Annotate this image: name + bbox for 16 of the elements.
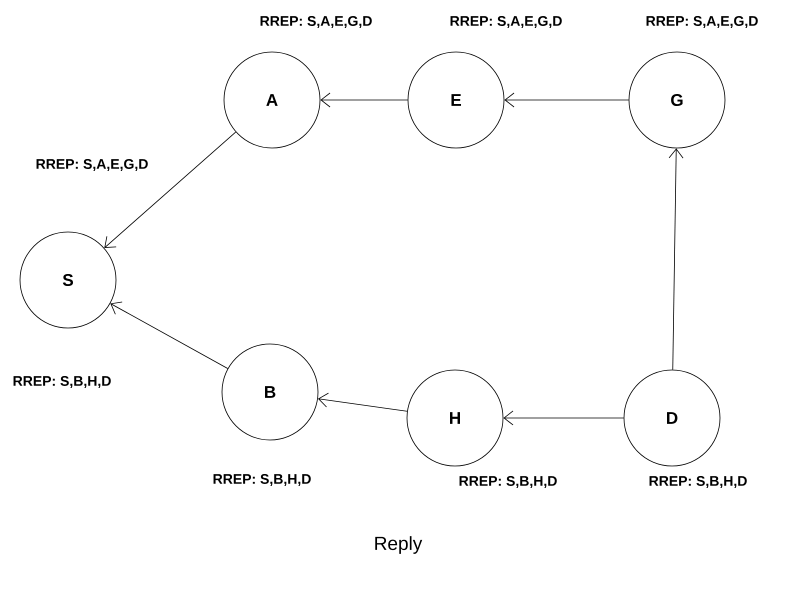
route-label: RREP: S,A,E,G,D — [450, 16, 562, 28]
route-label: RREP: S,B,H,D — [14, 376, 111, 388]
arrow — [110, 302, 228, 369]
arrow — [318, 392, 408, 412]
route-label: RREP: S,B,H,D — [214, 474, 311, 486]
route-label: RREP: S,B,H,D — [650, 476, 747, 488]
route-label: RREP: S,A,E,G,D — [646, 16, 758, 28]
route-label: RREP: S,A,E,G,D — [260, 16, 372, 28]
arrow — [104, 132, 236, 248]
arrow — [668, 148, 684, 370]
route-label: RREP: S,A,E,G,D — [36, 159, 148, 171]
arrow — [503, 410, 624, 426]
arrow — [320, 92, 408, 108]
route-label: RREP: S,B,H,D — [460, 476, 557, 488]
arrow — [504, 92, 629, 108]
caption: Reply — [375, 536, 422, 554]
